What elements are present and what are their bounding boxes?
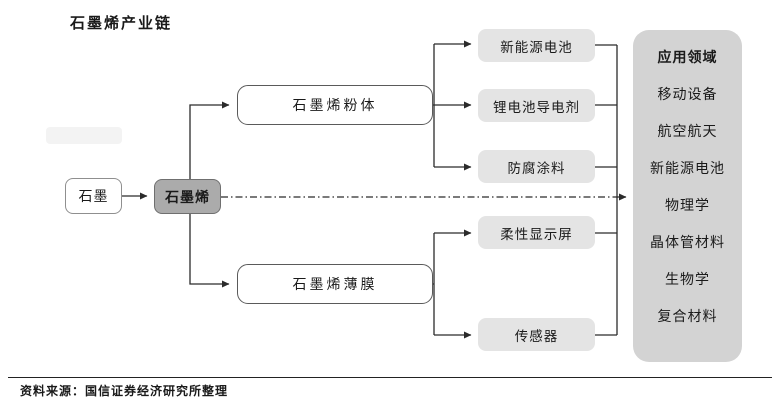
faded-watermark [46,127,122,144]
panel-header: 应用领域 [657,50,718,66]
node-graphene-powder: 石墨烯粉体 [237,85,433,125]
node-anticorrosion-coating: 防腐涂料 [478,150,595,183]
node-li-battery-conductive-agent: 锂电池导电剂 [478,89,595,122]
panel-item-mobile-devices: 移动设备 [657,87,718,103]
node-graphene-film: 石墨烯薄膜 [237,264,433,304]
source-attribution: 资料来源：国信证券经济研究所整理 [20,384,229,398]
node-graphene: 石墨烯 [154,179,221,214]
panel-item-transistor-materials: 晶体管材料 [650,235,725,251]
node-graphite: 石墨 [65,178,122,214]
source-divider-line [8,377,772,379]
node-flexible-display: 柔性显示屏 [478,216,595,249]
node-sensor: 传感器 [478,318,595,351]
node-new-energy-battery: 新能源电池 [478,29,595,62]
applications-panel: 应用领域 移动设备 航空航天 新能源电池 物理学 晶体管材料 生物学 复合材料 [633,30,742,362]
panel-item-composite-materials: 复合材料 [657,309,718,325]
figure-title: 石墨烯产业链 [70,16,173,32]
panel-item-aerospace: 航空航天 [657,124,718,140]
panel-item-physics: 物理学 [665,198,710,214]
panel-item-biology: 生物学 [665,272,710,288]
panel-item-new-energy-battery: 新能源电池 [650,161,725,177]
